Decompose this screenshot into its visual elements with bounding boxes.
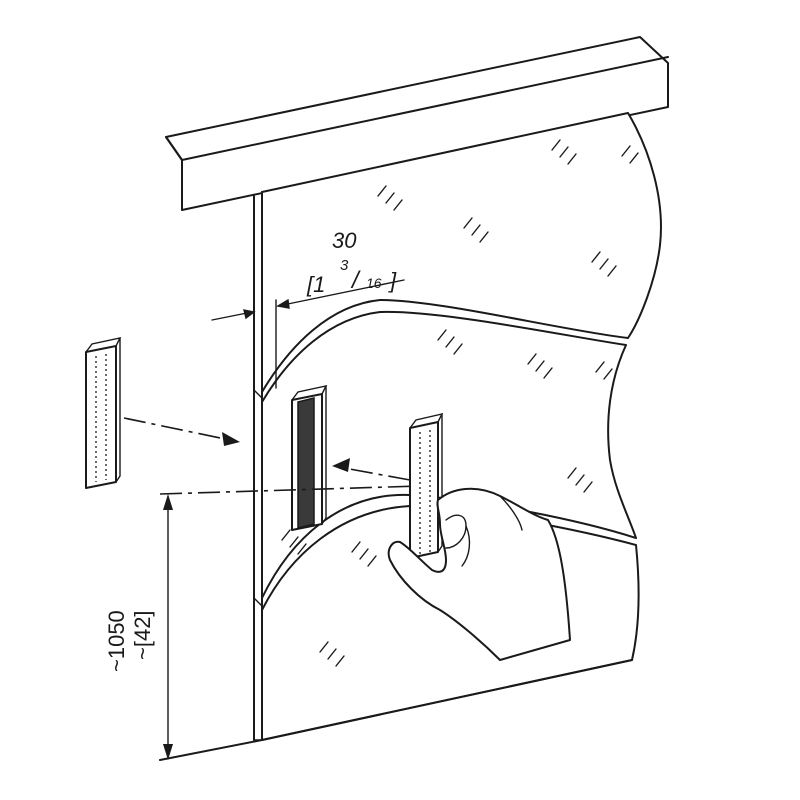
top-rail [165,36,669,211]
height-reference-line [159,485,421,495]
glass-reflection-marks [281,139,639,667]
insert-arrow-right [332,458,411,481]
height-metric-label: ~1050 [104,610,129,672]
hand-illustration [387,487,571,661]
height-dimension: ~1050 ~[42] [104,494,173,760]
gap-dimension: 30 [1 3 / 16 ] [211,228,405,389]
gap-imperial-prefix: [1 [306,272,325,297]
wall-profile [253,191,263,741]
spacer-block-in-hand [409,412,444,559]
height-imperial-label: ~[42] [130,610,155,660]
gap-metric-label: 30 [332,228,357,253]
spacer-block-mounted [291,385,328,531]
gap-imperial-denominator: 16 [366,275,382,291]
gap-imperial-numerator: 3 [340,257,349,274]
floor-line [159,659,633,761]
gap-imperial-slash: / [350,267,361,294]
spacer-block-detached [85,337,122,489]
gap-imperial-close: ] [388,268,397,293]
glass-panel-upper [261,112,662,393]
insert-arrow-left [123,417,240,446]
glass-panel-middle [261,310,637,599]
